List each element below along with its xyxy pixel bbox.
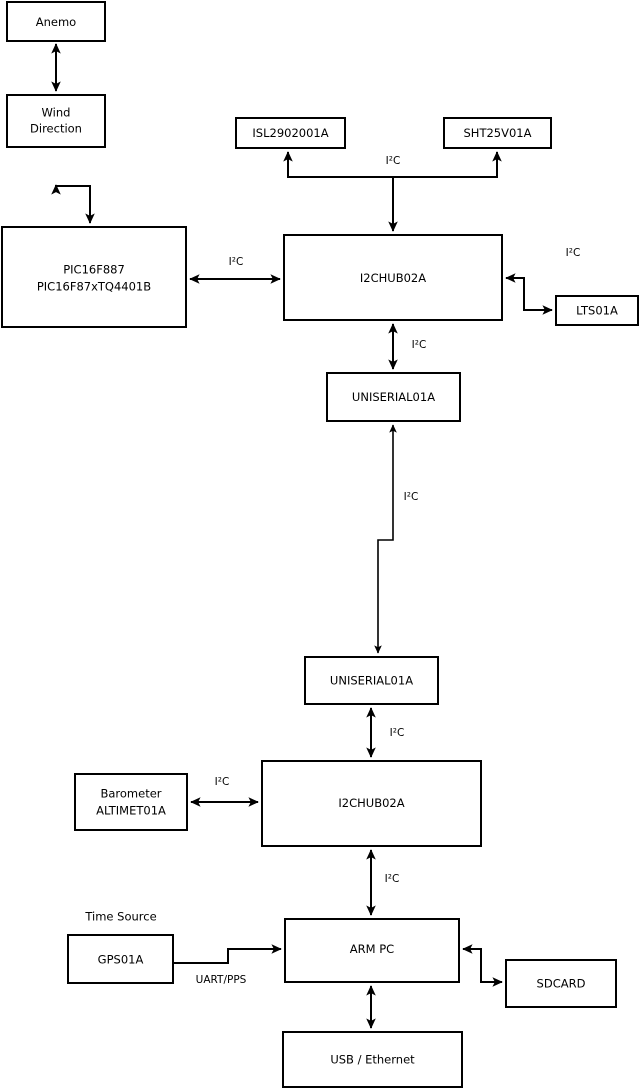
node-i2chub02a-bottom[interactable] — [261, 760, 482, 847]
node-sht25v01a[interactable] — [443, 117, 552, 149]
node-uniserial01a-bottom[interactable] — [304, 656, 439, 705]
node-uniserial01a-top-label: UNISERIAL01A — [352, 390, 435, 404]
node-gps01a-label: GPS01A — [98, 953, 144, 967]
node-lts01a[interactable] — [555, 295, 639, 326]
edge-label-i2c-uniserial-hub2: I²C — [390, 727, 405, 739]
edge-label-uart-pps: UART/PPS — [196, 974, 247, 986]
node-barometer-altimet01a[interactable] — [74, 773, 188, 831]
node-i2chub02a-top-label: I2CHUB02A — [360, 271, 426, 285]
node-pic-mcu-label-line2: PIC16F87xTQ4401B — [37, 280, 151, 294]
node-barometer-label-line2: ALTIMET01A — [96, 804, 166, 818]
connector-hubtop-lts — [505, 273, 553, 315]
node-barometer-label-line1: Barometer — [100, 787, 161, 801]
node-anemo[interactable] — [6, 1, 106, 42]
node-sdcard[interactable] — [505, 959, 617, 1008]
edge-label-i2c-hub-sensors: I²C — [386, 155, 401, 167]
node-wind-direction-label-line1: Wind — [42, 106, 71, 120]
node-usb-ethernet[interactable] — [282, 1031, 463, 1088]
node-usb-ethernet-label: USB / Ethernet — [330, 1053, 415, 1067]
node-lts01a-label: LTS01A — [576, 304, 618, 318]
node-pic-mcu-label-line1: PIC16F887 — [63, 263, 125, 277]
node-pic-mcu[interactable] — [1, 226, 187, 328]
node-isl2902001a-label: ISL2902001A — [252, 126, 328, 140]
edge-label-i2c-uniserial-link: I²C — [404, 491, 419, 503]
node-uniserial01a-top[interactable] — [326, 372, 461, 422]
node-wind-direction[interactable] — [6, 94, 106, 148]
edge-label-i2c-baro-hub2: I²C — [215, 776, 230, 788]
node-i2chub02a-bottom-label: I2CHUB02A — [338, 796, 404, 810]
node-arm-pc-label: ARM PC — [350, 942, 394, 956]
connector-wind-pic — [51, 184, 95, 224]
label-time-source: Time Source — [84, 910, 156, 924]
node-anemo-label: Anemo — [36, 15, 76, 29]
node-uniserial01a-bottom-label: UNISERIAL01A — [330, 674, 413, 688]
node-i2chub02a-top[interactable] — [283, 234, 503, 321]
connector-uniserial-link — [374, 424, 397, 654]
edge-label-i2c-hub2-armpc: I²C — [385, 873, 400, 885]
node-arm-pc[interactable] — [284, 918, 460, 983]
edge-label-i2c-hub-lts: I²C — [566, 247, 581, 259]
node-isl2902001a[interactable] — [235, 117, 346, 149]
node-sdcard-label: SDCARD — [537, 977, 586, 991]
edge-label-i2c-pic-hub: I²C — [229, 256, 244, 268]
connector-gps-armpc — [173, 944, 282, 964]
connector-armpc-sdcard — [462, 944, 503, 987]
node-gps01a[interactable] — [67, 934, 174, 984]
node-sht25v01a-label: SHT25V01A — [464, 126, 532, 140]
edge-label-i2c-hub-uniserial: I²C — [412, 339, 427, 351]
node-wind-direction-label-line2: Direction — [30, 122, 82, 136]
